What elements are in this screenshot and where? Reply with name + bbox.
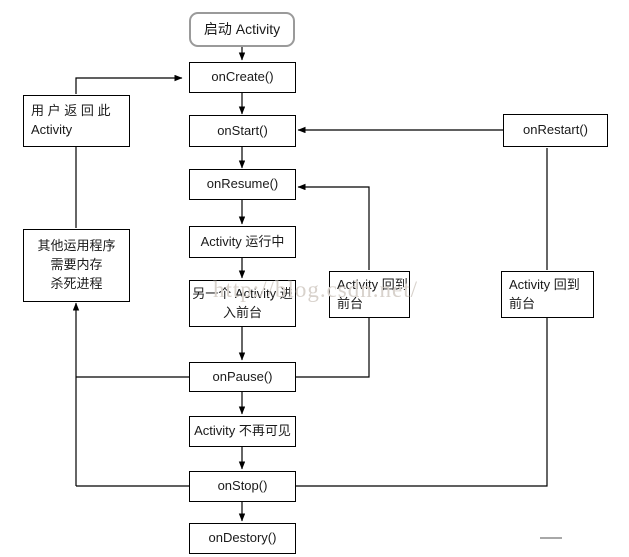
node-user-returns-line1: 用 户 返 回 此 (31, 103, 111, 119)
node-another-activity-line2: 入前台 (222, 304, 262, 320)
node-ondestroy-label: onDestory() (208, 530, 277, 546)
node-activity-invisible[interactable]: Activity 不再可见 (189, 416, 296, 447)
node-onresume-label: onResume() (206, 176, 279, 192)
corner-mark (540, 537, 562, 539)
node-process-killed-line3: 杀死进程 (50, 275, 103, 291)
node-onpause[interactable]: onPause() (189, 362, 296, 392)
node-another-activity-foreground[interactable]: 另一个 Activity 进 入前台 (189, 280, 296, 327)
node-process-killed-line2: 需要内存 (50, 257, 103, 273)
node-onstart[interactable]: onStart() (189, 115, 296, 147)
node-onresume[interactable]: onResume() (189, 169, 296, 200)
node-onstart-label: onStart() (217, 122, 268, 138)
node-start-label: 启动 Activity (203, 21, 281, 38)
node-process-killed[interactable]: 其他运用程序 需要内存 杀死进程 (23, 229, 130, 302)
node-user-returns-line2: Activity (31, 122, 73, 137)
node-oncreate-label: onCreate() (211, 69, 274, 85)
node-onstop[interactable]: onStop() (189, 471, 296, 502)
node-user-returns[interactable]: 用 户 返 回 此 Activity (23, 95, 130, 147)
edge-userreturn-oncreate (75, 74, 183, 94)
node-foreground-middle-line1: Activity 回到 (337, 276, 408, 292)
node-foreground-right-line2: 前台 (509, 295, 536, 311)
edge-onpause-midfg (294, 318, 370, 378)
node-start[interactable]: 启动 Activity (189, 12, 295, 47)
node-activity-invisible-label: Activity 不再可见 (194, 423, 291, 439)
node-foreground-middle-line2: 前台 (337, 295, 364, 311)
node-ondestroy[interactable]: onDestory() (189, 523, 296, 554)
node-foreground-right[interactable]: Activity 回到 前台 (501, 271, 594, 318)
node-onpause-label: onPause() (212, 368, 273, 384)
node-another-activity-line1: 另一个 Activity 进 (192, 285, 293, 301)
node-onstop-label: onStop() (217, 478, 268, 494)
node-foreground-middle[interactable]: Activity 回到 前台 (329, 271, 410, 318)
node-oncreate[interactable]: onCreate() (189, 62, 296, 93)
edge-onstop-rightfg (294, 318, 548, 487)
node-process-killed-line1: 其他运用程序 (37, 238, 116, 254)
node-onrestart-label: onRestart() (522, 122, 589, 138)
node-onrestart[interactable]: onRestart() (503, 114, 608, 147)
node-foreground-right-line1: Activity 回到 (509, 276, 580, 292)
node-activity-running-label: Activity 运行中 (200, 233, 285, 249)
edge-midfg-onresume (297, 183, 370, 270)
node-activity-running[interactable]: Activity 运行中 (189, 226, 296, 258)
